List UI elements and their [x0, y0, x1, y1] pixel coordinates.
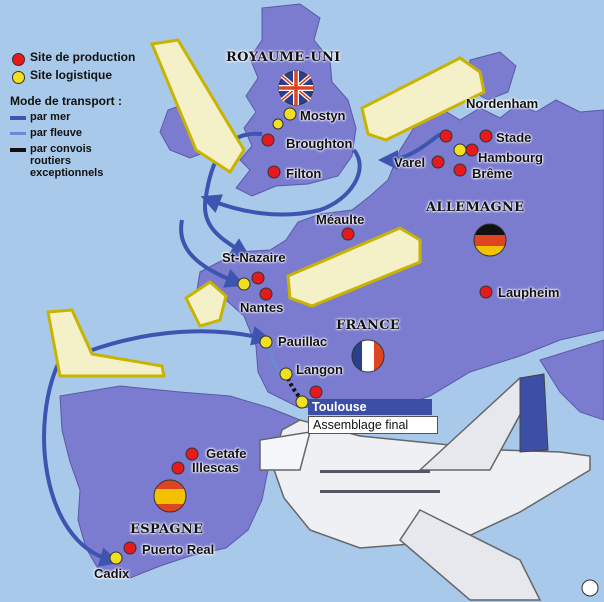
dot-varel: [431, 155, 445, 169]
dot-nantes: [259, 287, 273, 301]
dot-pauillac: [259, 335, 273, 349]
dot-nordenham: [439, 129, 453, 143]
legend-road-label-1: par convois: [30, 143, 92, 155]
dot-hambourg: [465, 143, 479, 157]
dot-filton: [267, 165, 281, 179]
dot-cadix: [109, 551, 123, 565]
site-label-filton: Filton: [286, 166, 322, 181]
signature-mark: [581, 579, 599, 597]
site-label-broughton: Broughton: [286, 136, 353, 151]
site-label-puerto-real: Puerto Real: [142, 542, 215, 557]
dot-hambourg-logistic: [453, 143, 467, 157]
legend-logistic: Site logistique: [6, 68, 156, 86]
site-label-nordenham: Nordenham: [466, 96, 539, 111]
route-nazaire: [179, 219, 246, 288]
legend: Site de production Site logistique Mode …: [6, 50, 156, 179]
site-label-breme: Brême: [472, 166, 513, 181]
fuselage-part-germany: [360, 56, 486, 142]
nose-part: [184, 280, 228, 328]
river-route-icon: [10, 132, 26, 135]
site-label-illescas: Illescas: [192, 460, 239, 475]
legend-river-label: par fleuve: [30, 127, 82, 139]
site-label-varel: Varel: [394, 155, 426, 170]
tail-part-spain: [46, 308, 166, 378]
final-assembly-caption: Assemblage final: [308, 416, 438, 434]
site-label-stade: Stade: [496, 130, 532, 145]
site-label-laupheim: Laupheim: [498, 285, 560, 300]
dot-st-nazaire-logistic: [237, 277, 251, 291]
dot-meaulte: [341, 227, 355, 241]
flag-spain-icon: [153, 479, 187, 513]
dot-broughton: [261, 133, 275, 147]
a380-aircraft: [259, 373, 591, 601]
production-site-icon: [12, 53, 25, 66]
road-route-icon: [10, 148, 26, 152]
legend-production-label: Site de production: [30, 50, 136, 64]
site-label-mostyn: Mostyn: [300, 108, 346, 123]
legend-road-label-2: routiers: [30, 155, 71, 167]
country-label-uk: ROYAUME-UNI: [226, 50, 341, 65]
wing-part-uk: [149, 38, 246, 175]
legend-transport-title: Mode de transport :: [10, 94, 123, 108]
dot-getafe: [185, 447, 199, 461]
country-label-france: FRANCE: [336, 318, 401, 333]
dot-langon: [279, 367, 293, 381]
legend-production: Site de production: [6, 50, 156, 68]
dot-illescas: [171, 461, 185, 475]
route-biscay: [91, 326, 272, 352]
route-spain: [42, 359, 120, 567]
country-label-spain: ESPAGNE: [130, 522, 204, 537]
dot-breme: [453, 163, 467, 177]
site-label-meaulte: Méaulte: [316, 212, 365, 227]
logistic-site-icon: [12, 71, 25, 84]
flag-uk-icon: [278, 70, 314, 106]
site-label-pauillac: Pauillac: [278, 334, 328, 349]
site-label-nantes: Nantes: [240, 300, 284, 315]
flag-france-icon: [351, 339, 385, 373]
dot-mostyn: [283, 107, 297, 121]
dot-stade: [479, 129, 493, 143]
route-north-sea: [200, 148, 362, 217]
site-label-getafe: Getafe: [206, 446, 247, 461]
final-assembly-city: Toulouse: [308, 399, 432, 415]
aircraft-windows: [320, 470, 440, 493]
logistic-sites: [109, 107, 467, 565]
dot-puerto-real: [123, 541, 137, 555]
legend-logistic-label: Site logistique: [30, 68, 113, 82]
legend-road-label-3: exceptionnels: [30, 167, 104, 179]
dot-st-nazaire: [251, 271, 265, 285]
dot-toulouse-1: [309, 385, 323, 399]
production-sites: [123, 129, 493, 555]
dot-toulouse-logistic: [295, 395, 309, 409]
site-label-langon: Langon: [296, 362, 343, 377]
dot-mostyn-2: [272, 118, 284, 130]
flag-germany-icon: [473, 223, 507, 257]
route-germany: [378, 132, 442, 170]
site-label-hambourg: Hambourg: [478, 150, 543, 165]
fuselage-part-france: [286, 226, 422, 308]
legend-sea-label: par mer: [30, 111, 71, 123]
country-label-germany: ALLEMAGNE: [426, 200, 525, 215]
site-label-st-nazaire: St-Nazaire: [222, 250, 286, 265]
site-label-cadix: Cadix: [94, 566, 130, 581]
dot-laupheim: [479, 285, 493, 299]
sea-route-icon: [10, 116, 26, 120]
land-italy: [539, 339, 604, 421]
land-iberia: [59, 385, 301, 579]
